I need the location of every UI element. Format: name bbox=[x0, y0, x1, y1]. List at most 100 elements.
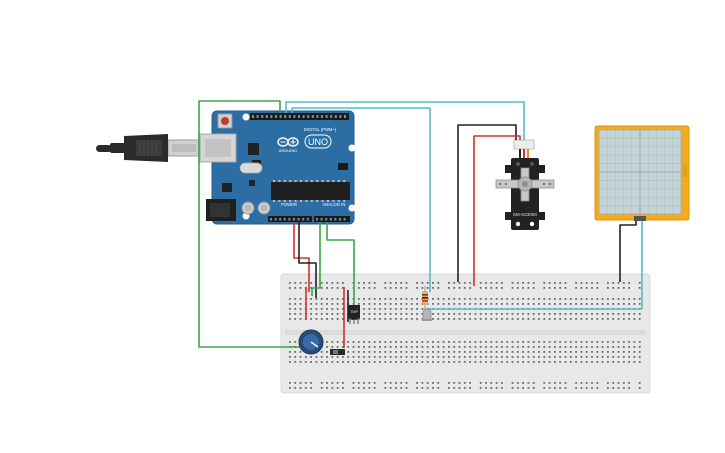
breadboard-hole bbox=[432, 356, 434, 358]
breadboard-hole bbox=[628, 341, 630, 343]
breadboard-hole bbox=[426, 382, 429, 384]
servo-connector[interactable] bbox=[513, 139, 535, 150]
breadboard-hole bbox=[395, 287, 397, 289]
temperature-sensor[interactable]: TMP bbox=[348, 305, 360, 324]
breadboard-hole bbox=[633, 346, 636, 348]
breadboard-hole bbox=[395, 303, 397, 305]
breadboard-hole bbox=[357, 351, 360, 353]
breadboard-hole bbox=[331, 346, 334, 348]
breadboard-hole bbox=[384, 346, 387, 348]
breadboard-hole bbox=[622, 356, 625, 358]
resistor-icon[interactable] bbox=[422, 286, 428, 311]
breadboard-hole bbox=[416, 282, 418, 284]
breadboard-hole bbox=[294, 351, 297, 353]
breadboard-hole bbox=[495, 382, 498, 384]
breadboard-hole bbox=[522, 361, 524, 363]
breadboard-hole bbox=[474, 318, 477, 320]
breadboard-hole bbox=[591, 356, 593, 358]
breadboard-hole bbox=[336, 303, 339, 305]
breadboard-hole bbox=[304, 361, 307, 363]
breadboard-hole bbox=[516, 346, 519, 348]
breadboard-hole bbox=[554, 341, 556, 343]
breadboard-hole bbox=[569, 318, 572, 320]
breadboard-hole bbox=[548, 298, 551, 300]
breadboard-hole bbox=[448, 282, 450, 284]
breadboard[interactable] bbox=[280, 273, 651, 394]
breadboard-hole bbox=[527, 351, 530, 353]
breadboard-hole bbox=[591, 346, 593, 348]
arduino-uno-board[interactable]: DIGITAL (PWM~) ARDUINO UNO POWER bbox=[199, 110, 356, 225]
model-label: UNO bbox=[308, 137, 328, 147]
breadboard-hole bbox=[448, 346, 450, 348]
breadboard-hole bbox=[591, 318, 593, 320]
breadboard-hole bbox=[416, 313, 418, 315]
breadboard-hole bbox=[437, 298, 440, 300]
uno-badge bbox=[304, 134, 332, 149]
analog-header[interactable] bbox=[314, 216, 350, 222]
breadboard-hole bbox=[559, 387, 562, 389]
breadboard-hole bbox=[310, 303, 312, 305]
breadboard-hole bbox=[490, 382, 493, 384]
breadboard-hole bbox=[448, 313, 450, 315]
breadboard-hole bbox=[400, 341, 403, 343]
breadboard-hole bbox=[538, 356, 540, 358]
breadboard-hole bbox=[304, 356, 307, 358]
breadboard-hole bbox=[405, 282, 408, 284]
breadboard-hole bbox=[405, 318, 408, 320]
breadboard-hole bbox=[638, 303, 641, 305]
breadboard-hole bbox=[585, 298, 588, 300]
breadboard-hole bbox=[569, 356, 572, 358]
led-icon[interactable] bbox=[422, 308, 432, 321]
breadboard-hole bbox=[479, 361, 482, 363]
breadboard-hole bbox=[511, 282, 514, 284]
breadboard-hole bbox=[638, 387, 641, 389]
breadboard-hole bbox=[437, 346, 440, 348]
crystal bbox=[239, 162, 263, 174]
breadboard-hole bbox=[426, 282, 429, 284]
breadboard-hole bbox=[575, 361, 577, 363]
breadboard-hole bbox=[490, 356, 493, 358]
breadboard-hole bbox=[326, 356, 328, 358]
breadboard-hole bbox=[638, 346, 641, 348]
breadboard-hole bbox=[638, 318, 641, 320]
breadboard-hole bbox=[299, 356, 302, 358]
breadboard-hole bbox=[416, 351, 418, 353]
chip-pin bbox=[278, 200, 281, 202]
header-pin bbox=[293, 218, 295, 221]
breadboard-hole bbox=[395, 313, 397, 315]
breadboard-hole bbox=[548, 303, 551, 305]
breadboard-hole bbox=[543, 303, 546, 305]
oscilloscope[interactable] bbox=[594, 125, 690, 221]
breadboard-hole bbox=[416, 308, 418, 310]
breadboard-hole bbox=[564, 382, 567, 384]
breadboard-hole bbox=[617, 382, 620, 384]
breadboard-hole bbox=[304, 387, 307, 389]
breadboard-hole bbox=[368, 298, 371, 300]
breadboard-hole bbox=[315, 318, 318, 320]
breadboard-hole bbox=[363, 382, 365, 384]
usb-cable-icon[interactable] bbox=[96, 134, 201, 162]
breadboard-hole bbox=[389, 282, 392, 284]
breadboard-hole bbox=[575, 382, 577, 384]
breadboard-hole bbox=[294, 382, 297, 384]
breadboard-hole bbox=[501, 287, 503, 289]
breadboard-hole bbox=[612, 346, 615, 348]
slide-switch-icon[interactable] bbox=[330, 349, 345, 355]
servo-motor[interactable]: SM-S2309S bbox=[495, 139, 555, 230]
breadboard-hole bbox=[421, 346, 424, 348]
potentiometer-icon[interactable] bbox=[298, 329, 324, 355]
breadboard-hole bbox=[591, 298, 593, 300]
breadboard-hole bbox=[527, 382, 530, 384]
breadboard-hole bbox=[405, 287, 408, 289]
breadboard-hole bbox=[458, 387, 461, 389]
breadboard-hole bbox=[580, 346, 583, 348]
breadboard-hole bbox=[310, 308, 312, 310]
breadboard-hole bbox=[591, 282, 593, 284]
breadboard-hole bbox=[463, 361, 466, 363]
breadboard-hole bbox=[612, 341, 615, 343]
scope-probe-terminals[interactable] bbox=[634, 216, 646, 221]
breadboard-hole bbox=[299, 313, 302, 315]
breadboard-hole bbox=[522, 341, 524, 343]
breadboard-hole bbox=[310, 356, 312, 358]
